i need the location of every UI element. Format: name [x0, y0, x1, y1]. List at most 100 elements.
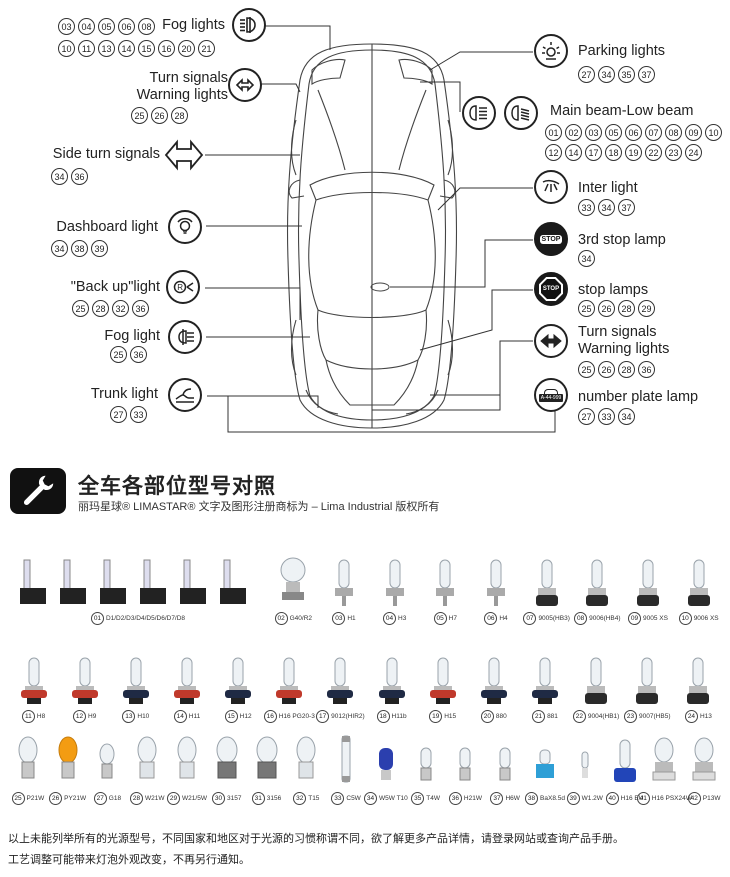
bulb-image: [499, 747, 511, 781]
bulb-index: 06: [484, 612, 498, 625]
bulb-number: 21: [198, 40, 215, 57]
bulb-type: BaX8.5d: [540, 795, 565, 802]
bulb-number: 25: [110, 346, 127, 363]
bulb-number: 23: [665, 144, 682, 161]
bulb-image: [687, 657, 710, 704]
bulb-index: 01: [90, 612, 104, 625]
bulb-number: 03: [58, 18, 75, 35]
bulb-number: 27: [110, 406, 127, 423]
bulb-image: [687, 559, 710, 606]
bulb-index: 08: [574, 612, 588, 625]
bulb-type: W5W T10: [379, 795, 408, 802]
bulb-index: 19: [429, 710, 443, 723]
bulb-index: 22: [572, 710, 586, 723]
section-title: 全车各部位型号对照: [78, 475, 276, 498]
bulb-type: D1/D2/D3/D4/D5/D6/D7/D8: [105, 615, 186, 622]
bulb-number: 34: [51, 240, 68, 257]
bulb-number: 12: [545, 144, 562, 161]
bulb-type: 3157: [227, 795, 242, 802]
bulb-image: [636, 559, 659, 606]
bulb-number: 28: [92, 300, 109, 317]
rear-fog-bulb-numbers: 25 36: [110, 346, 147, 363]
turn-signals-line2: Warning lights: [136, 87, 228, 103]
bulb-index: 21: [532, 710, 546, 723]
bulb-index: 27: [93, 792, 107, 805]
fog-lights-bulb-numbers-row2: 10 11 13 14 15 16 20 21: [58, 40, 228, 57]
bulb-index: 40: [605, 792, 619, 805]
bulb-number: 09: [685, 124, 702, 141]
bulb-index: 04: [383, 612, 396, 625]
bulb-image: [99, 743, 115, 779]
trunk-open-icon: [168, 378, 202, 412]
parking-bulb-numbers: 27 34 35 37: [578, 66, 655, 83]
number-plate-lamp-label: number plate lamp: [578, 389, 699, 405]
stop-badge-text: STOP: [539, 234, 563, 244]
stop-lamps-bulb-numbers: 25 26 28 29: [578, 300, 655, 317]
hazard-arrows-icon: [228, 68, 262, 102]
bulb-image: [581, 751, 589, 778]
bulb-type: W21/5W: [182, 795, 207, 802]
bulb-number: 14: [565, 144, 582, 161]
main-beam-label: Main beam-Low beam: [550, 103, 694, 119]
bulb-image: [280, 557, 306, 600]
plate-text: A-44-999: [538, 393, 564, 402]
bulb-image: [531, 657, 558, 704]
bulb-type: H6W: [505, 795, 520, 802]
bulb-number: 27: [578, 408, 595, 425]
bulb-image: [18, 736, 38, 779]
number-plate-icon: A-44-999: [534, 378, 568, 412]
turn-signals-line1: Turn signals: [149, 70, 228, 86]
bulb-image: [585, 657, 608, 704]
bulb-type: H1: [347, 615, 356, 622]
bulb-image: [486, 559, 505, 606]
bulb-number: 28: [618, 361, 635, 378]
bulb-number: 05: [605, 124, 622, 141]
bulb-index: 02: [274, 612, 288, 625]
bulb-image: [613, 739, 636, 782]
third-stop-lamp-label: 3rd stop lamp: [578, 232, 666, 248]
bulb-index: 35: [411, 792, 425, 805]
dashboard-bulb-numbers: 34 38 39: [51, 240, 108, 257]
fog-lights-label: Fog lights: [162, 17, 225, 33]
bulb-type: H16 PG20-3: [278, 713, 315, 720]
turn-signals-right-label: Turn signals Warning lights: [578, 324, 669, 358]
bulb-index: 24: [684, 710, 698, 723]
trunk-bulb-numbers: 27 33: [110, 406, 147, 423]
bulb-number: 20: [178, 40, 195, 57]
wrench-icon: [10, 468, 66, 514]
dashboard-light-label: Dashboard light: [56, 219, 158, 235]
stop-octagon-text: STOP: [541, 279, 561, 299]
bulb-number: 10: [705, 124, 722, 141]
bulb-image: [652, 737, 676, 781]
bulb-index: 09: [628, 612, 642, 625]
bulb-number: 01: [545, 124, 562, 141]
parking-lights-label: Parking lights: [578, 43, 666, 59]
bulb-index: 23: [624, 710, 638, 723]
bulb-number: 19: [625, 144, 642, 161]
bulb-number: 11: [78, 40, 95, 57]
side-turn-bulb-numbers: 34 36: [51, 168, 88, 185]
turn-signals-right-bulb-numbers: 25 26 28 36: [578, 361, 655, 378]
